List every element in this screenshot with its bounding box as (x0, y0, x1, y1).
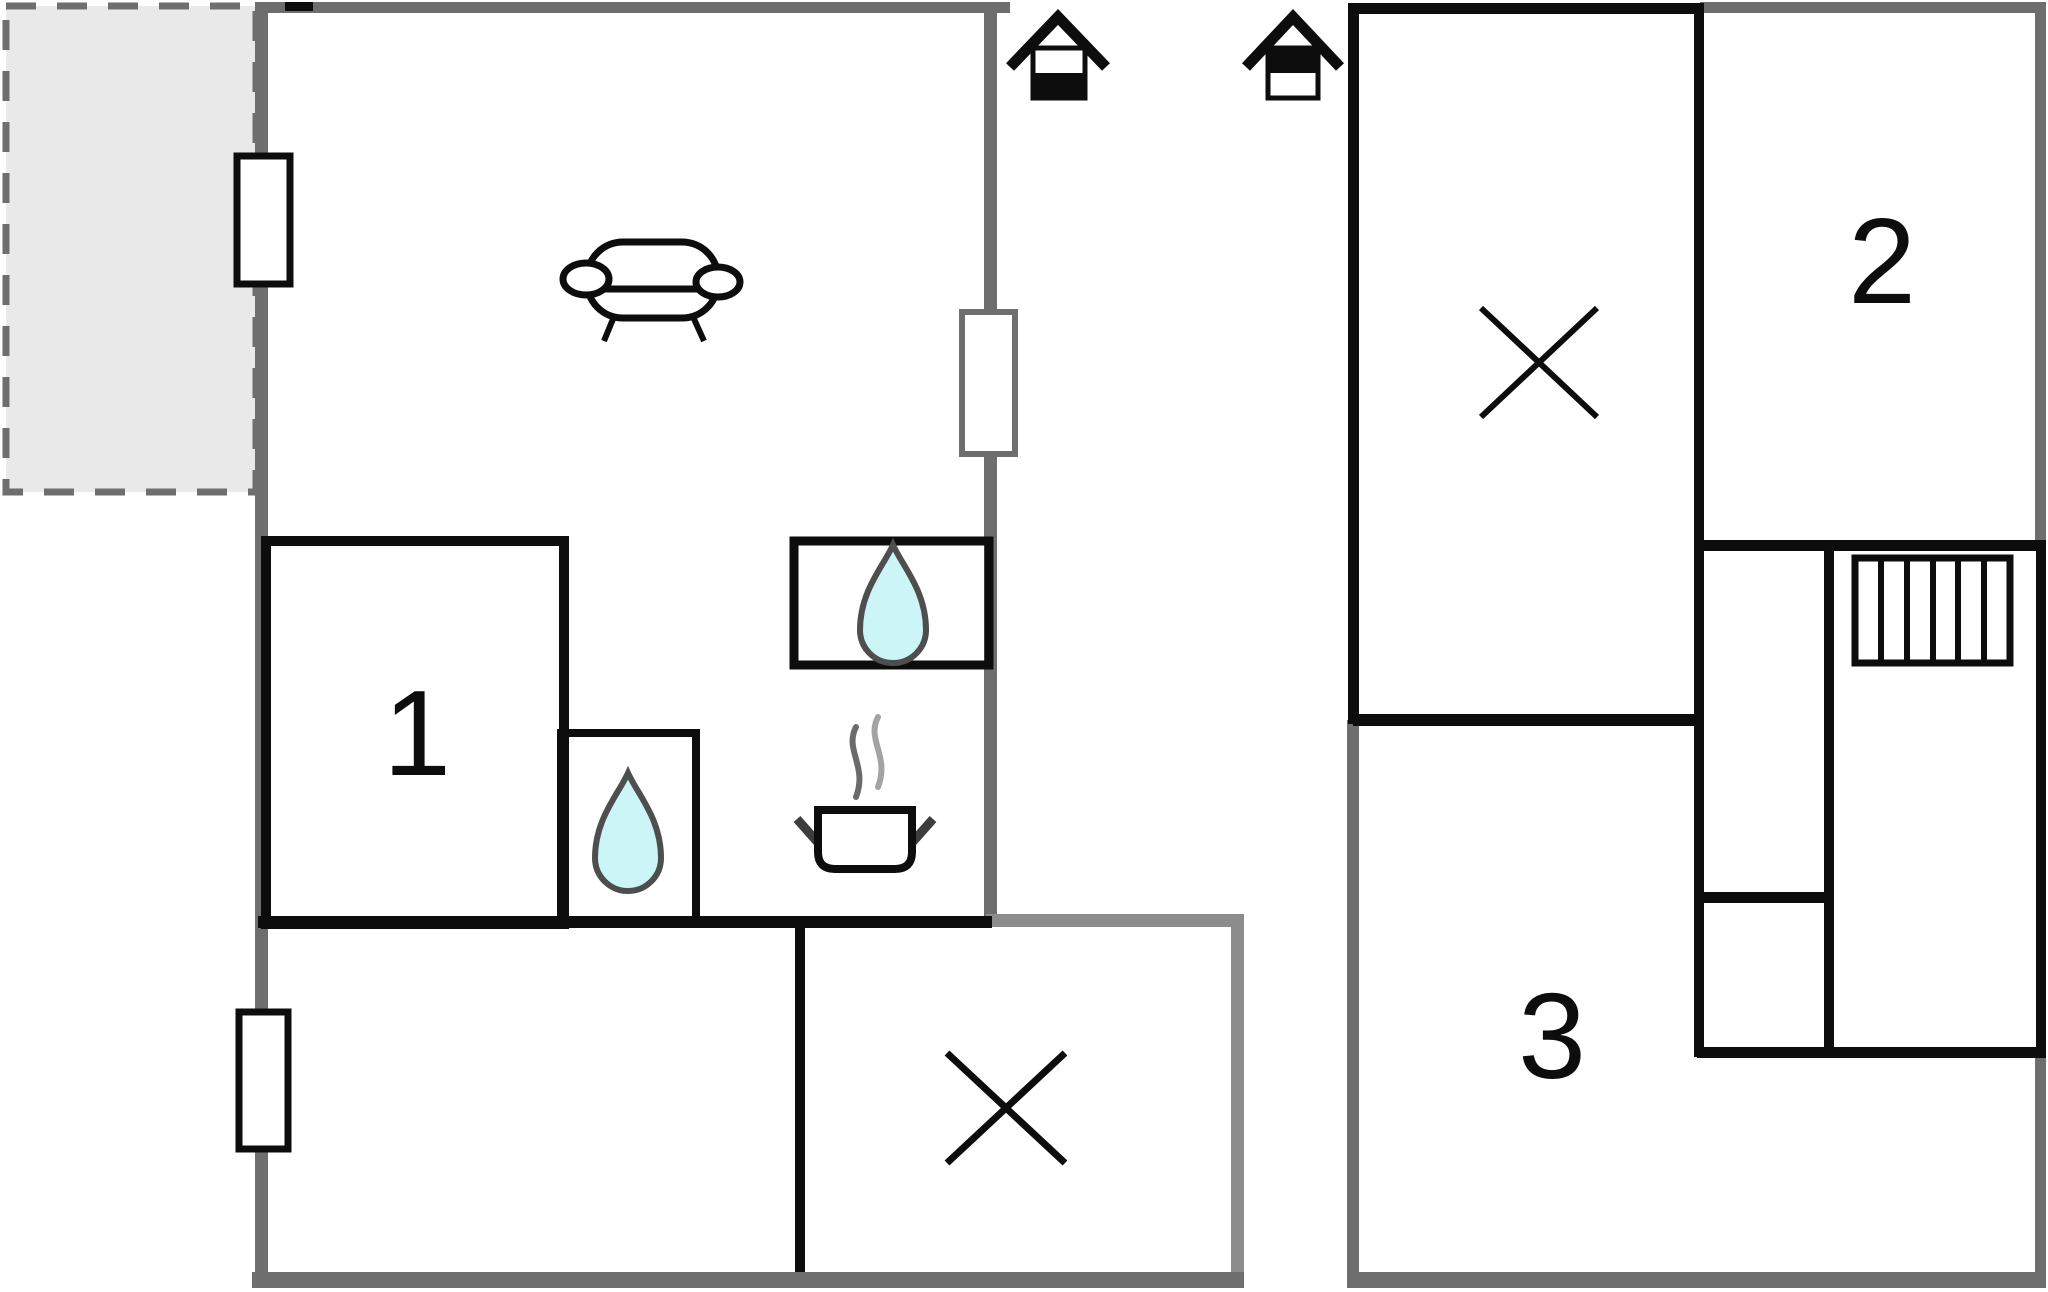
steam-icon (849, 724, 863, 800)
wall-left-upper (1348, 3, 1359, 724)
wall-bottom (252, 1272, 1244, 1288)
annex-wall-top (986, 914, 1244, 927)
ground-floor-plan: 1 (2, 2, 1244, 1288)
stairwell-bottom-wall (1697, 1047, 2046, 1058)
shower-room-walls (557, 729, 700, 925)
annex-wall-right (1231, 914, 1244, 1288)
wall-left-lower (1347, 720, 1359, 1288)
x-mark-icon (944, 1050, 1068, 1166)
window-icon (233, 152, 294, 288)
center-partition-wall (1694, 3, 1704, 1057)
cooking-pot-icon (793, 714, 937, 873)
house-ground-floor-icon (1006, 9, 1110, 101)
upper-floor-plan: 2 3 (1347, 2, 2046, 1288)
house-roof (1006, 9, 1110, 71)
water-drop-icon (591, 765, 665, 894)
water-drop-icon (856, 537, 930, 666)
wall-bottom (1347, 1272, 2046, 1288)
room2-bottom-wall (1697, 540, 2046, 551)
wall-right (984, 2, 997, 920)
room-label-1: 1 (383, 665, 451, 801)
wall-top-black (1348, 3, 1700, 14)
house-upper-level-fill (1268, 48, 1318, 73)
house-upper-floor-icon (1241, 8, 1345, 101)
wall-top (255, 2, 1010, 13)
steam-icon (871, 714, 885, 790)
room-label-3: 3 (1518, 968, 1586, 1104)
xroom-bottom-wall (1353, 714, 1700, 726)
window-icon (235, 1008, 292, 1153)
terrace-area (2, 2, 260, 496)
house-roof (1241, 8, 1345, 71)
sofa-icon (559, 238, 744, 343)
closet-right-wall (1824, 545, 1834, 1057)
stairwell-right-wall (2036, 541, 2046, 1057)
stairs-icon (1851, 554, 2014, 667)
x-mark-icon (1478, 305, 1600, 420)
annex-partition-wall (795, 918, 805, 1288)
window-icon (959, 309, 1018, 457)
wall-right-lower (2035, 1053, 2046, 1288)
wall-right-upper (2035, 2, 2046, 545)
room-label-2: 2 (1848, 193, 1916, 329)
closet-divider-wall (1697, 892, 1834, 903)
house-lower-level-fill (1033, 73, 1085, 98)
wall-top-gray (1700, 2, 2046, 13)
wall-notch (285, 2, 313, 11)
